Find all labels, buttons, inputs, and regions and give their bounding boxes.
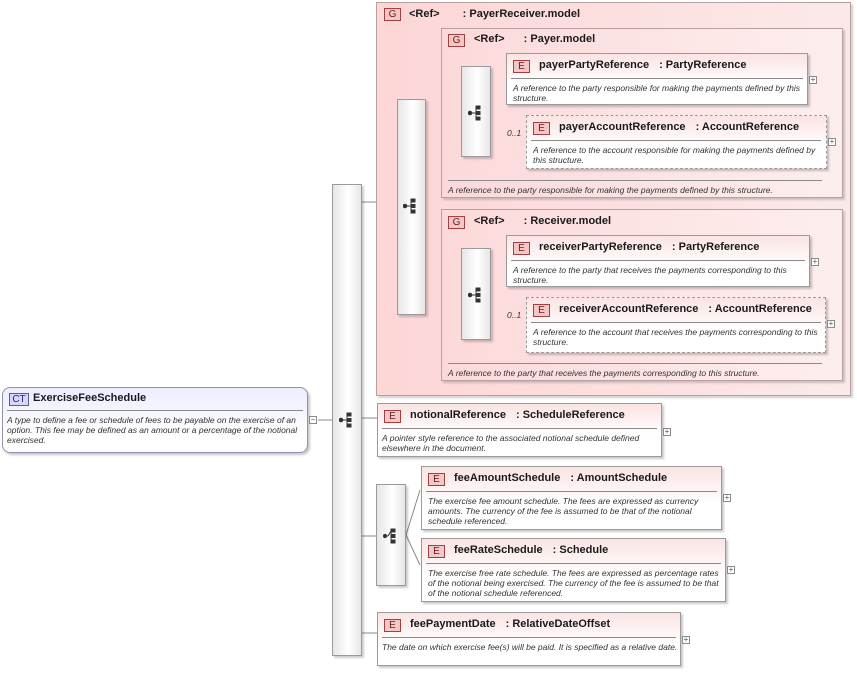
element-badge: E: [513, 60, 530, 73]
sequence-compositor-payer-receiver[interactable]: [397, 99, 426, 315]
element-payer-party-reference[interactable]: E payerPartyReference : PartyReference A …: [506, 53, 808, 105]
sequence-icon: [339, 412, 352, 428]
group-footer: A reference to the party that receives t…: [448, 368, 760, 378]
element-divider: [531, 140, 821, 141]
element-payer-account-reference[interactable]: E payerAccountReference : AccountReferenc…: [526, 115, 827, 169]
element-type: : Schedule: [552, 544, 609, 556]
group-badge: G: [448, 216, 465, 229]
group-footer-divider: [448, 180, 822, 181]
element-description: The exercise free rate schedule. The fee…: [428, 568, 719, 598]
element-divider: [511, 260, 805, 261]
group-ref-label: <Ref>: [474, 33, 505, 45]
choice-icon: [383, 528, 396, 544]
element-fee-rate-schedule[interactable]: E feeRateSchedule : Schedule The exercise…: [421, 538, 726, 602]
element-type: : PartyReference: [671, 241, 760, 253]
group-title: <Ref> : PayerReceiver.model: [409, 8, 580, 20]
element-name: receiverPartyReference: [539, 241, 662, 253]
group-title: <Ref> : Receiver.model: [474, 215, 611, 227]
element-divider: [511, 78, 803, 79]
sequence-compositor-payer[interactable]: [461, 66, 491, 157]
complex-type-badge: CT: [9, 393, 29, 406]
element-type: : AccountReference: [708, 303, 812, 315]
element-description: A reference to the party that receives t…: [513, 265, 787, 285]
group-title: <Ref> : Payer.model: [474, 33, 595, 45]
element-name: notionalReference: [410, 409, 506, 421]
element-description: The exercise fee amount schedule. The fe…: [428, 496, 699, 526]
group-ref-label: <Ref>: [474, 215, 505, 227]
element-badge: E: [533, 122, 550, 135]
complex-type-name: ExerciseFeeSchedule: [33, 392, 147, 404]
element-title: payerPartyReference : PartyReference: [539, 59, 747, 71]
complex-type-divider: [7, 410, 303, 411]
element-divider: [382, 637, 676, 638]
element-title: receiverAccountReference : AccountReferen…: [559, 303, 812, 315]
expand-icon[interactable]: +: [723, 493, 731, 502]
expand-icon[interactable]: +: [828, 137, 836, 146]
element-type: : AmountSchedule: [570, 472, 668, 484]
choice-compositor[interactable]: [376, 484, 406, 586]
element-divider: [531, 322, 821, 323]
element-receiver-party-reference[interactable]: E receiverPartyReference : PartyReference…: [506, 235, 810, 287]
element-name: feeAmountSchedule: [454, 472, 561, 484]
element-badge: E: [428, 545, 445, 558]
element-divider: [426, 491, 717, 492]
element-fee-amount-schedule[interactable]: E feeAmountSchedule : AmountSchedule The …: [421, 466, 722, 530]
group-ref-label: <Ref>: [409, 8, 440, 20]
complex-type-description: A type to define a fee or schedule of fe…: [7, 415, 298, 445]
element-title: feeRateSchedule : Schedule: [454, 544, 608, 556]
expand-icon[interactable]: +: [809, 75, 817, 84]
element-badge: E: [533, 304, 550, 317]
element-description: A pointer style reference to the associa…: [382, 433, 640, 453]
element-name: feeRateSchedule: [454, 544, 543, 556]
element-description: A reference to the party responsible for…: [513, 83, 800, 103]
sequence-icon: [403, 198, 416, 214]
element-title: receiverPartyReference : PartyReference: [539, 241, 759, 253]
element-name: feePaymentDate: [410, 618, 496, 630]
element-title: notionalReference : ScheduleReference: [410, 409, 625, 421]
element-description: The date on which exercise fee(s) will b…: [382, 642, 678, 652]
group-name: : Payer.model: [523, 33, 596, 45]
element-fee-payment-date[interactable]: E feePaymentDate : RelativeDateOffset The…: [377, 612, 681, 666]
element-type: : ScheduleReference: [515, 409, 625, 421]
group-badge: G: [448, 34, 465, 47]
element-name: receiverAccountReference: [559, 303, 699, 315]
element-type: : AccountReference: [695, 121, 800, 133]
expand-icon[interactable]: +: [727, 565, 735, 574]
sequence-compositor-main[interactable]: [332, 184, 362, 656]
element-description: A reference to the account responsible f…: [533, 145, 816, 165]
group-name: : PayerReceiver.model: [462, 8, 581, 20]
element-title: feeAmountSchedule : AmountSchedule: [454, 472, 667, 484]
expand-icon[interactable]: +: [827, 319, 835, 328]
sequence-icon: [468, 287, 481, 303]
element-divider: [382, 428, 657, 429]
expand-icon[interactable]: +: [663, 427, 671, 436]
element-name: payerAccountReference: [559, 121, 686, 133]
element-badge: E: [384, 619, 401, 632]
group-footer-divider: [448, 363, 822, 364]
cardinality-label: 0..1: [507, 128, 522, 138]
element-badge: E: [513, 242, 530, 255]
collapse-icon[interactable]: −: [309, 415, 317, 424]
expand-icon[interactable]: +: [811, 257, 819, 266]
element-description: A reference to the account that receives…: [533, 327, 818, 347]
element-title: payerAccountReference : AccountReference: [559, 121, 799, 133]
element-type: : RelativeDateOffset: [505, 618, 611, 630]
element-receiver-account-reference[interactable]: E receiverAccountReference : AccountRefer…: [526, 297, 826, 353]
group-name: : Receiver.model: [523, 215, 612, 227]
sequence-compositor-receiver[interactable]: [461, 248, 491, 340]
complex-type-exercise-fee-schedule[interactable]: CT ExerciseFeeSchedule A type to define …: [2, 387, 308, 453]
expand-icon[interactable]: +: [682, 635, 690, 644]
element-name: payerPartyReference: [539, 59, 650, 71]
group-footer: A reference to the party responsible for…: [448, 185, 773, 195]
cardinality-label: 0..1: [507, 310, 522, 320]
group-badge: G: [384, 8, 401, 21]
element-divider: [426, 563, 721, 564]
sequence-icon: [468, 105, 481, 121]
element-badge: E: [384, 410, 401, 423]
element-type: : PartyReference: [659, 59, 747, 71]
element-title: feePaymentDate : RelativeDateOffset: [410, 618, 610, 630]
element-badge: E: [428, 473, 445, 486]
element-notional-reference[interactable]: E notionalReference : ScheduleReference A…: [377, 403, 662, 457]
